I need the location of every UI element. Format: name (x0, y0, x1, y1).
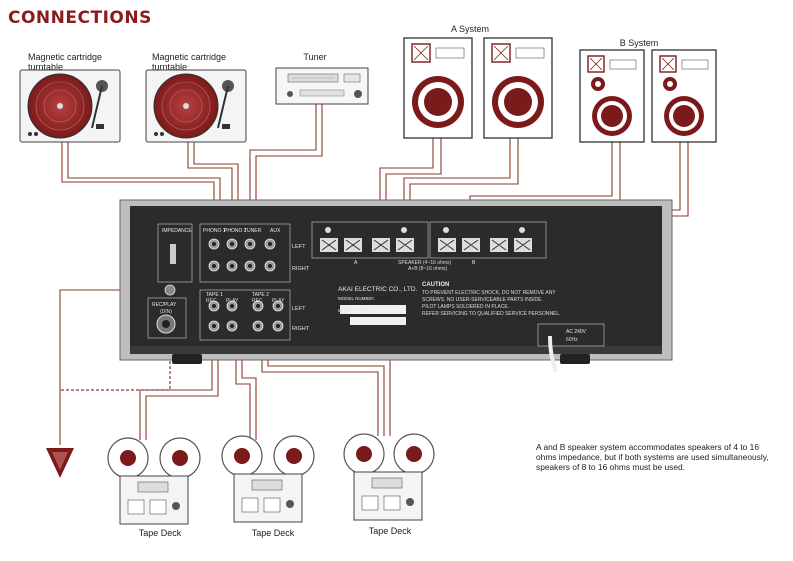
speaker-impedance-label: SPEAKER (4~16 ohms) (398, 260, 452, 266)
play-label-2: PLAY (272, 298, 285, 304)
tape2-label: TAPE 2 (252, 292, 269, 298)
right-label-top: RIGHT (292, 266, 310, 272)
maker-label: AKAI ELECTRIC CO., LTD. (338, 286, 418, 293)
panel-labels: IMPEDANCE PHONO 1 PHONO 2 TUNER AUX LEFT… (152, 228, 587, 343)
turntable-1-label: Magnetic cartridge turntable (28, 52, 103, 72)
ac-label: AC 240V (566, 329, 587, 335)
speaker-a-left (403, 37, 473, 139)
speaker-b-right (651, 49, 717, 143)
phono1-label: PHONO 1 (203, 228, 226, 234)
play-label-1: PLAY (226, 298, 239, 304)
caution-line-2: SCREWS. NO USER-SERVICEABLE PARTS INSIDE… (422, 297, 543, 303)
aux-label: AUX (270, 228, 281, 234)
left-label-bottom: LEFT (292, 306, 306, 312)
ground-arrow-icon (46, 448, 74, 478)
tape1-label: TAPE 1 (206, 292, 223, 298)
b-system-label: B System (619, 38, 659, 48)
tape-deck-3-label: Tape Deck (368, 526, 412, 536)
rca-jacks (208, 238, 284, 332)
tape-deck-1 (107, 437, 201, 525)
caution-title: CAUTION (422, 282, 449, 288)
speaker-terminals (320, 227, 532, 252)
speaker-b-left (579, 49, 645, 143)
right-label-bottom: RIGHT (292, 326, 310, 332)
speaker-a-terminal-label: A (354, 260, 358, 266)
turntable-2 (145, 69, 247, 143)
page-title: CONNECTIONS (8, 8, 152, 28)
speaker-ab-label: A+B (8~16 ohms) (408, 266, 448, 272)
a-system-label: A System (450, 24, 489, 34)
made-in-label: MADE IN JAPAN (338, 308, 372, 313)
din-cable (60, 346, 171, 391)
rec-play-label: REC/PLAY (152, 302, 177, 308)
rec-label-2: REC (252, 298, 263, 304)
tuner-input-label: TUNER (244, 228, 262, 234)
model-number-prefix: MODEL NUMBER (338, 296, 375, 301)
amplifier-rear-panel (119, 199, 673, 373)
caution-line-4: REFER SERVICING TO QUALIFIED SERVICE PER… (422, 311, 561, 317)
rec-label-1: REC (206, 298, 217, 304)
model-number: AM-2600 (372, 296, 393, 302)
speaker-a-right (483, 37, 553, 139)
tape-deck-3 (343, 433, 435, 521)
hz-label: 60Hz (566, 337, 578, 343)
left-label-top: LEFT (292, 244, 306, 250)
turntable-2-label: Magnetic cartridge turntable (152, 52, 227, 72)
tape-deck-2 (221, 435, 315, 523)
tuner-label: Tuner (303, 52, 327, 62)
tape-deck-2-label: Tape Deck (251, 528, 295, 538)
turntable-1 (19, 69, 121, 143)
din-label: (DIN) (160, 309, 172, 315)
speaker-b-terminal-label: B (472, 260, 476, 266)
tuner-unit (275, 67, 369, 105)
speaker-impedance-note: A and B speaker system accommodates spea… (536, 442, 769, 472)
caution-line-1: TO PREVENT ELECTRIC SHOCK, DO NOT REMOVE… (422, 290, 556, 296)
caution-line-3: PILOT LAMPS SOLDERED IN PLACE. (422, 304, 509, 310)
tape-deck-1-label: Tape Deck (138, 528, 182, 538)
impedance-label: IMPEDANCE (162, 228, 192, 234)
phono2-label: PHONO 2 (224, 228, 247, 234)
